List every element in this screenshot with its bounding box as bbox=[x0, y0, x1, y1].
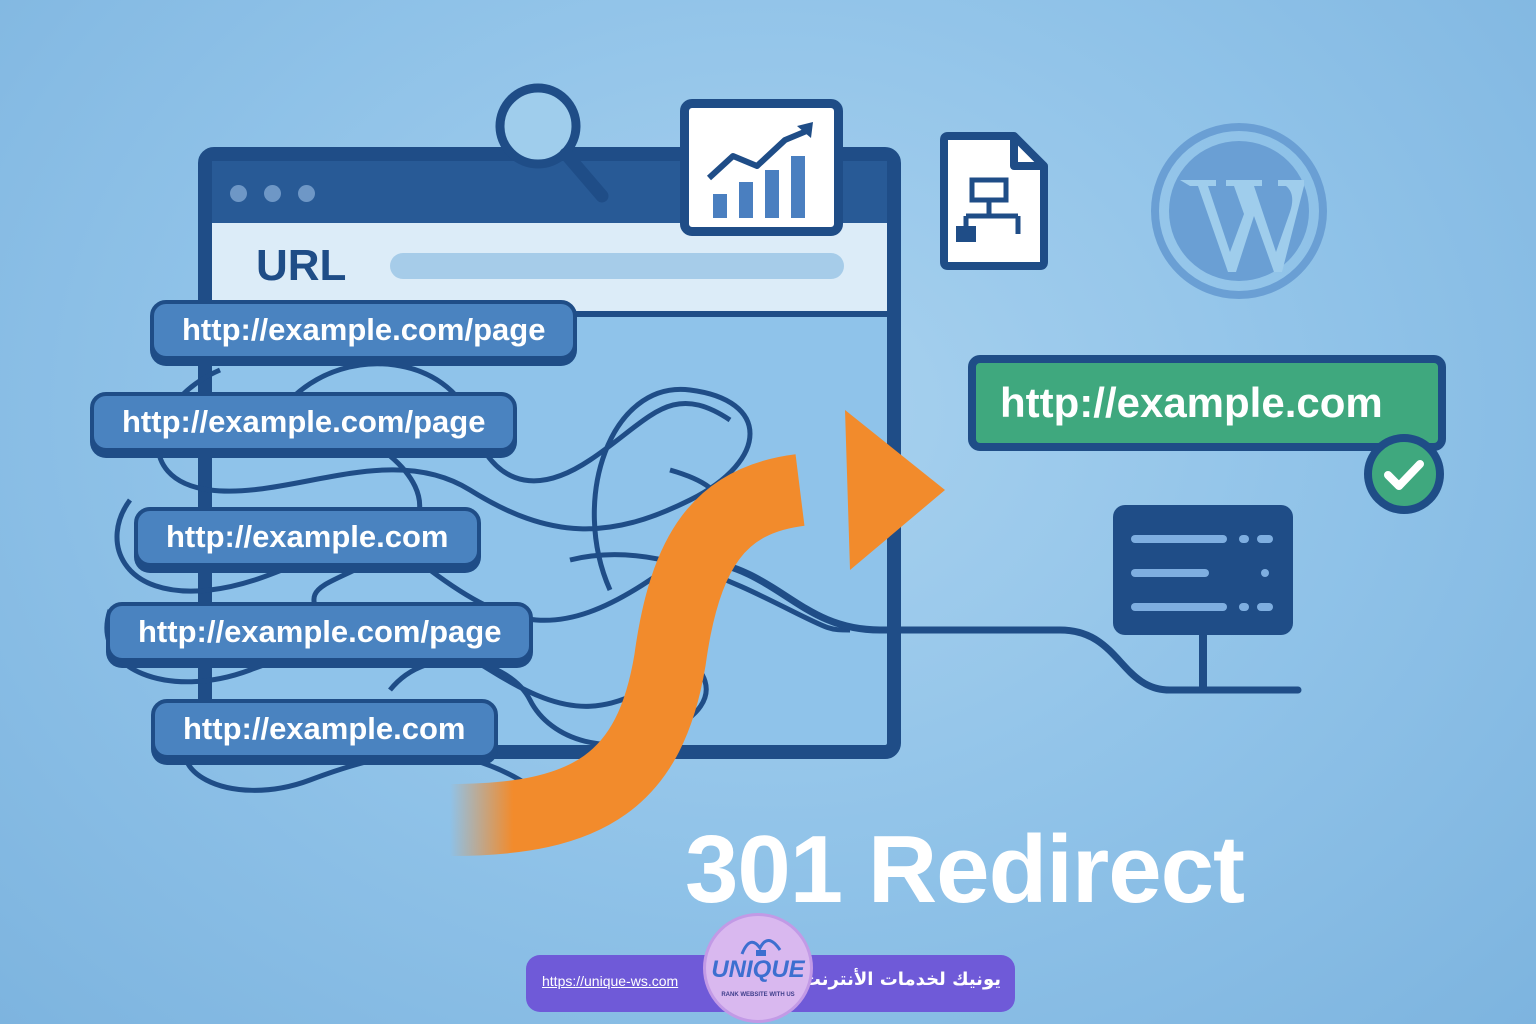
old-url-pill: http://example.com bbox=[134, 507, 481, 567]
sitemap-document-icon bbox=[940, 132, 1048, 270]
checkmark-icon bbox=[1364, 434, 1444, 514]
magnifier-icon bbox=[495, 83, 609, 203]
logo-word: UNIQUE bbox=[711, 956, 805, 983]
logo-tagline: RANK WEBSITE WITH US bbox=[721, 992, 795, 998]
new-url-box: http://example.com bbox=[968, 355, 1446, 451]
brand-logo: UNIQUE RANK WEBSITE WITH US bbox=[703, 913, 813, 1023]
server-icon bbox=[1113, 505, 1293, 635]
server-stand bbox=[1199, 633, 1207, 689]
growth-chart-card bbox=[680, 99, 843, 236]
old-url-pill: http://example.com/page bbox=[90, 392, 518, 452]
window-dot bbox=[298, 185, 315, 202]
logo-mark-icon bbox=[740, 939, 782, 956]
url-field bbox=[390, 253, 844, 279]
connection-line bbox=[700, 556, 1302, 694]
old-url-pill: http://example.com bbox=[151, 699, 498, 759]
window-dot bbox=[230, 185, 247, 202]
window-dot bbox=[264, 185, 281, 202]
growth-chart-icon bbox=[706, 122, 813, 218]
url-label: URL bbox=[256, 241, 347, 290]
redirect-arrow bbox=[449, 410, 945, 856]
old-url-pill: http://example.com/page bbox=[150, 300, 578, 360]
footer-brand-name: يونيك لخدمات الأنترنت bbox=[802, 969, 1001, 990]
wordpress-logo bbox=[1151, 123, 1327, 299]
old-url-pill: http://example.com/page bbox=[106, 602, 534, 662]
page-title: 301 Redirect bbox=[685, 816, 1245, 923]
footer-link[interactable]: https://unique-ws.com bbox=[542, 973, 679, 989]
